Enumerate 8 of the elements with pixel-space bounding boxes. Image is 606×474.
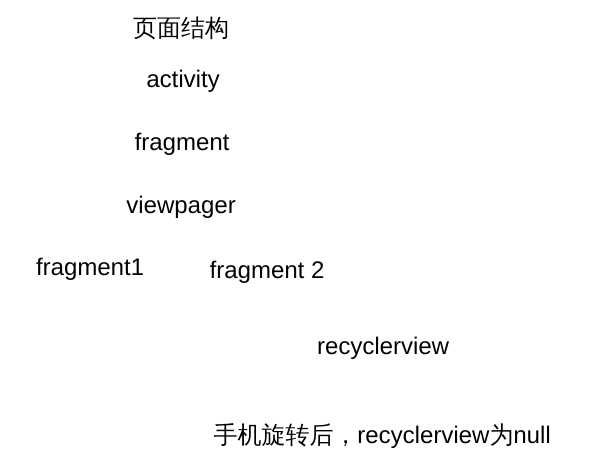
component-label: recyclerview: [316, 333, 450, 361]
component-label: activity: [146, 66, 220, 94]
component-label: viewpager: [126, 192, 236, 220]
diagram-title: 页面结构: [133, 15, 229, 43]
component-label: fragment 2: [210, 257, 324, 285]
component-label: fragment1: [36, 254, 144, 282]
component-label: fragment: [134, 129, 230, 157]
note-text: 手机旋转后，recyclerview为null: [213, 422, 551, 450]
